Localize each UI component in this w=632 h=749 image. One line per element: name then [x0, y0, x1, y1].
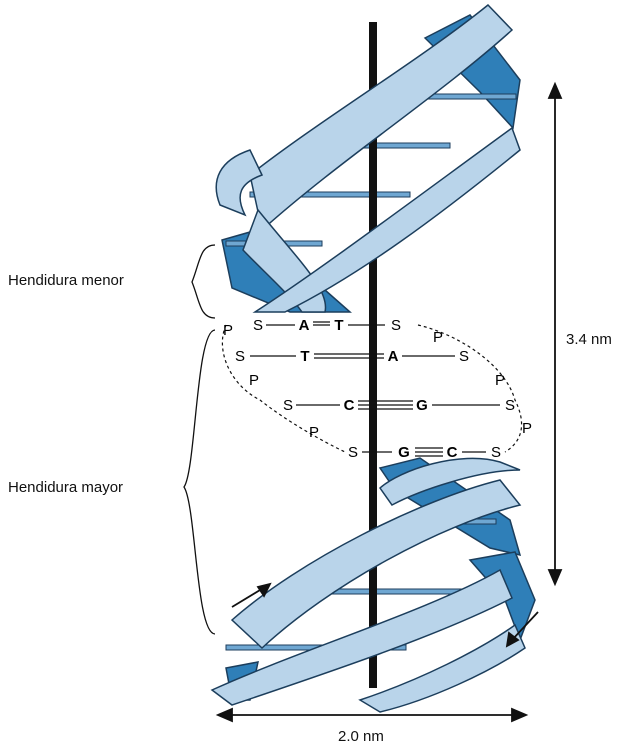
base-label: T [300, 348, 309, 365]
pitch-label: 3.4 nm [566, 331, 612, 348]
base-label: T [334, 317, 343, 334]
phosphate-label: P [309, 424, 319, 441]
base-label: A [299, 317, 310, 334]
phosphate-label: P [495, 372, 505, 389]
front-strand-top [216, 5, 520, 312]
sugar-label: S [505, 397, 515, 414]
width-label: 2.0 nm [338, 728, 384, 745]
phosphate-label: P [433, 329, 443, 346]
minor-groove-brace [192, 245, 215, 318]
sugar-label: S [253, 317, 263, 334]
base-label: G [398, 444, 410, 461]
phosphate-label: P [522, 420, 532, 437]
minor-groove-label: Hendidura menor [8, 272, 124, 289]
base-label: C [447, 444, 458, 461]
sugar-label: S [459, 348, 469, 365]
base-label: C [344, 397, 355, 414]
sugar-label: S [283, 397, 293, 414]
base-label: G [416, 397, 428, 414]
width-arrow [218, 709, 526, 721]
phosphate-label: P [223, 322, 233, 339]
phosphate-label: P [249, 372, 259, 389]
front-strand-bottom [212, 458, 525, 712]
major-groove-brace [184, 330, 215, 634]
major-groove-label: Hendidura mayor [8, 479, 123, 496]
pitch-arrow [549, 84, 561, 584]
sugar-label: S [391, 317, 401, 334]
sugar-label: S [348, 444, 358, 461]
sugar-label: S [491, 444, 501, 461]
base-label: A [388, 348, 399, 365]
sugar-label: S [235, 348, 245, 365]
